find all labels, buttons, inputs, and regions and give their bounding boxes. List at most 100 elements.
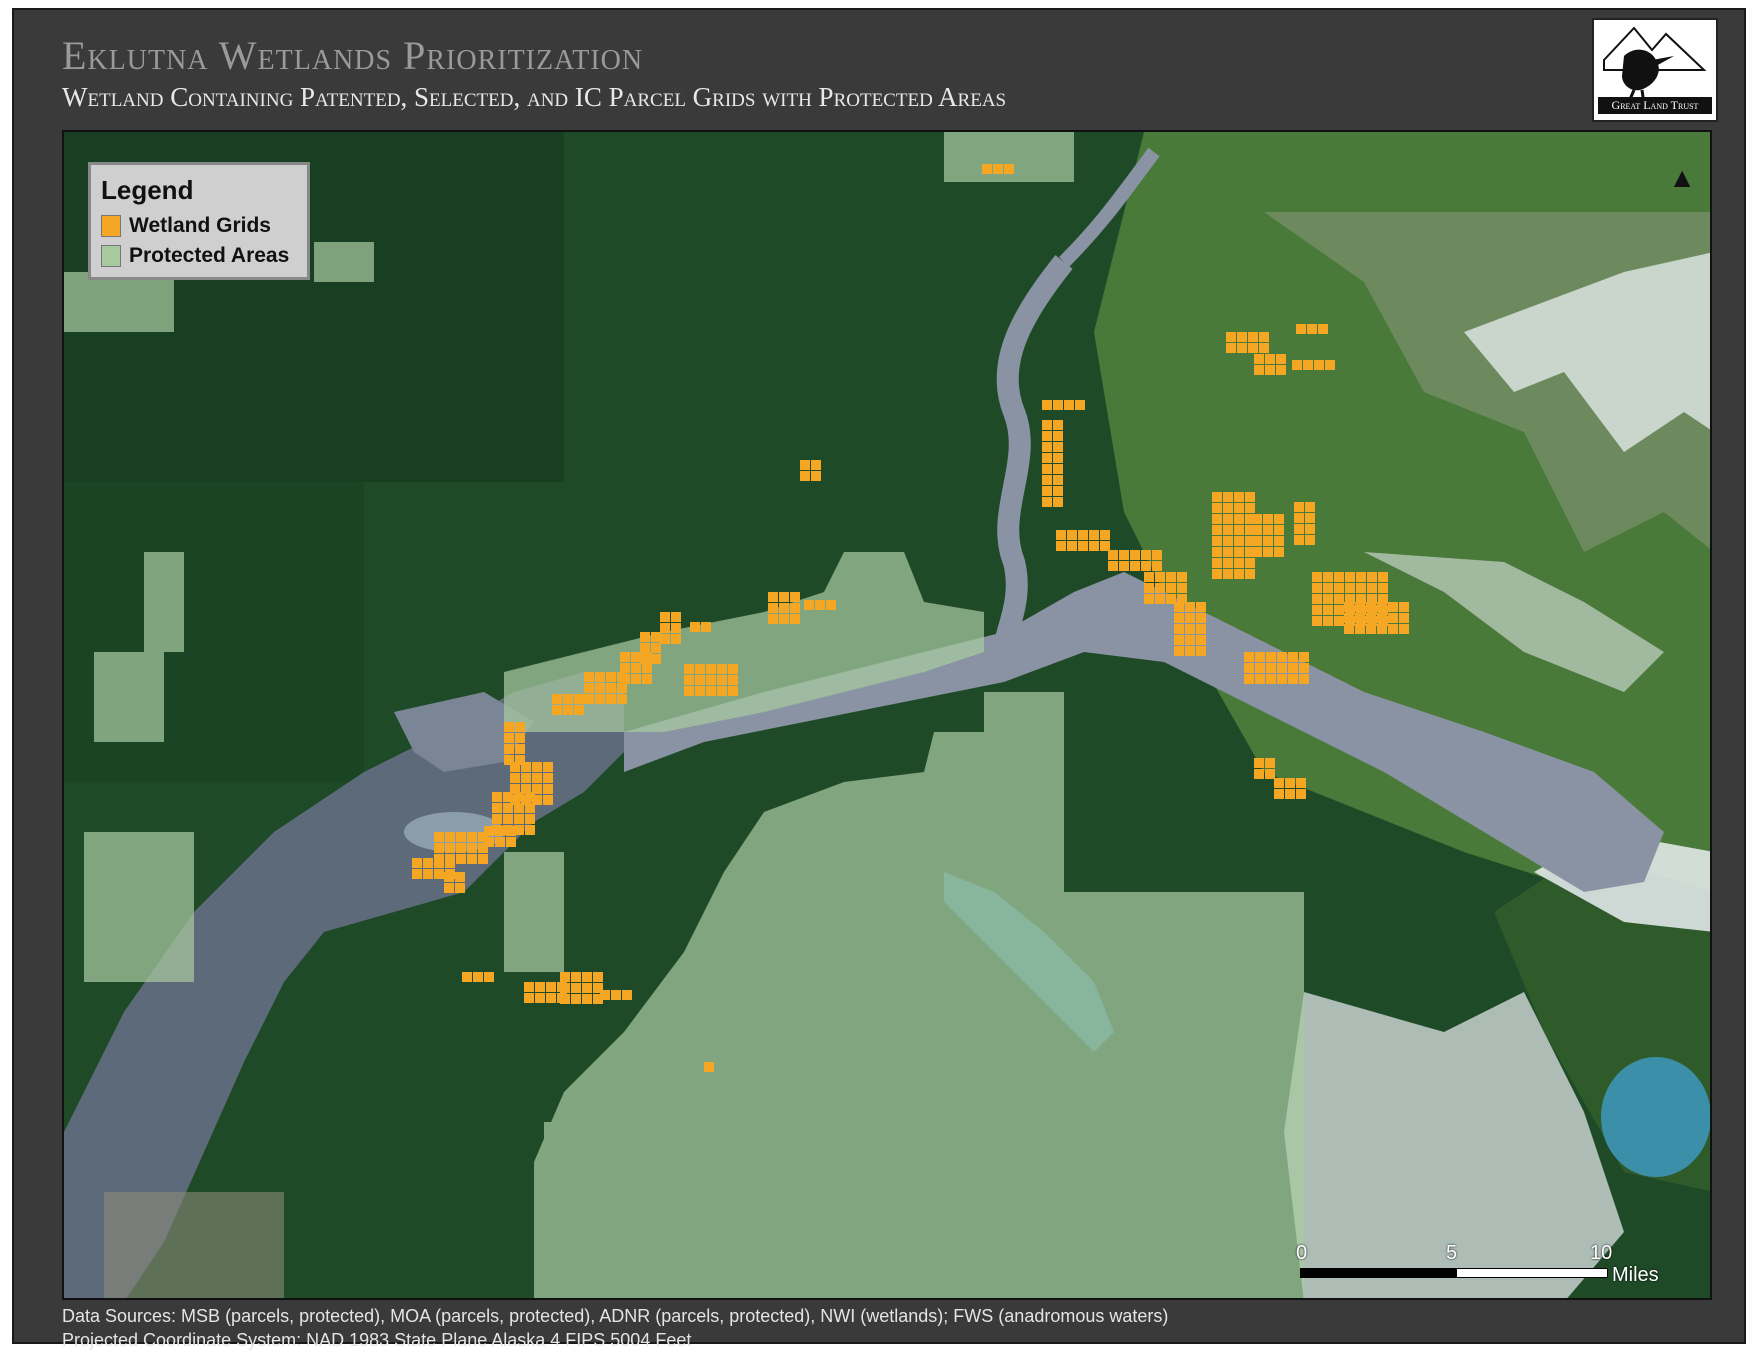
wetland-cell — [993, 164, 1003, 174]
wetland-cell — [1245, 503, 1255, 513]
scale-bar: 0 5 10 Miles — [1296, 1242, 1659, 1292]
scale-tick-0: 0 — [1296, 1242, 1308, 1264]
wetland-cell — [1119, 561, 1129, 571]
wetland-cell — [826, 600, 836, 610]
wetland-cell — [1252, 525, 1262, 535]
wetland-cell — [606, 694, 616, 704]
wetland-cell — [582, 983, 592, 993]
wetland-cell — [1294, 535, 1304, 545]
wetland-cell — [1355, 602, 1365, 612]
wetland-cell — [515, 755, 525, 765]
wetland-cell — [671, 634, 681, 644]
wetland-cell — [1356, 572, 1366, 582]
wetland-cell — [510, 784, 520, 794]
wetland-cell — [1245, 514, 1255, 524]
protected-area-nw-1 — [64, 272, 174, 332]
wetland-cell — [1378, 583, 1388, 593]
wetland-cell — [1174, 613, 1184, 623]
wetland-cell — [1174, 646, 1184, 656]
scale-segment-2 — [1456, 1268, 1608, 1278]
wetland-cell — [1248, 343, 1258, 353]
wetland-cell — [1144, 594, 1154, 604]
wetland-cell — [1265, 769, 1275, 779]
wetland-cell — [1155, 594, 1165, 604]
wetland-cell — [1245, 558, 1255, 568]
wetland-cell — [1100, 541, 1110, 551]
wetland-cell — [444, 872, 454, 882]
wetland-cell — [1399, 602, 1409, 612]
wetland-cell — [1166, 572, 1176, 582]
wetland-cell — [1245, 525, 1255, 535]
wetland-cell — [1285, 778, 1295, 788]
wetland-cell — [484, 826, 494, 836]
wetland-cell — [543, 795, 553, 805]
protected-area-w-1 — [144, 552, 184, 652]
wetland-cell — [1245, 547, 1255, 557]
wetland-cell — [671, 623, 681, 633]
wetland-cell — [1042, 497, 1052, 507]
wetland-cell — [514, 792, 524, 802]
wetland-cell — [811, 460, 821, 470]
wetland-cell — [1274, 778, 1284, 788]
wetland-cell — [1053, 400, 1063, 410]
wetland-cell — [455, 872, 465, 882]
wetland-cell — [412, 869, 422, 879]
protected-area-nw-2 — [314, 242, 374, 282]
wetland-cell — [473, 972, 483, 982]
protected-swatch — [101, 245, 121, 267]
wetland-cell — [1366, 624, 1376, 634]
wetland-cell — [560, 972, 570, 982]
wetland-cell — [1345, 583, 1355, 593]
wetland-cell — [779, 592, 789, 602]
wetland-cell — [1212, 525, 1222, 535]
wetland-cell — [1312, 583, 1322, 593]
wetland-cell — [560, 994, 570, 1004]
wetland-cell — [728, 664, 738, 674]
wetland-cell — [495, 826, 505, 836]
wetland-cell — [1266, 652, 1276, 662]
wetland-cell — [582, 994, 592, 1004]
protected-area-chugach — [534, 692, 1304, 1298]
wetland-cell — [504, 733, 514, 743]
wetland-cell — [1305, 535, 1315, 545]
wetland-cell — [1056, 530, 1066, 540]
wetland-cell — [606, 672, 616, 682]
wetland-cell — [1042, 486, 1052, 496]
wetland-cell — [543, 762, 553, 772]
wetland-cell — [532, 773, 542, 783]
wetland-cell — [524, 993, 534, 1003]
wetland-cell — [1078, 530, 1088, 540]
wetland-cell — [484, 972, 494, 982]
snow-field-1 — [1464, 252, 1710, 452]
wetland-cell — [503, 792, 513, 802]
wetland-cell — [1312, 594, 1322, 604]
wetland-cell — [462, 972, 472, 982]
wetland-cell — [412, 858, 422, 868]
snow-field-2 — [1364, 552, 1664, 692]
map-canvas[interactable]: Legend Wetland Grids Protected Areas ▲ 0… — [62, 130, 1712, 1300]
wetland-cell — [595, 694, 605, 704]
scale-tick-5: 5 — [1446, 1242, 1458, 1264]
wetland-swatch — [101, 215, 121, 237]
wetland-cell — [620, 663, 630, 673]
wetland-cell — [1053, 442, 1063, 452]
wetland-cell — [695, 664, 705, 674]
wetland-cell — [1378, 594, 1388, 604]
wetland-cell — [515, 733, 525, 743]
wetland-cell — [1223, 525, 1233, 535]
wetland-cell — [1174, 602, 1184, 612]
wetland-cell — [456, 832, 466, 842]
wetland-cell — [521, 784, 531, 794]
wetland-cell — [1130, 550, 1140, 560]
wetland-cell — [1378, 572, 1388, 582]
wetland-cell — [1174, 635, 1184, 645]
wetland-cell — [660, 612, 670, 622]
wetland-cell — [1265, 354, 1275, 364]
wetland-cell — [492, 814, 502, 824]
wetland-cell — [1276, 365, 1286, 375]
wetland-cell — [695, 675, 705, 685]
wetland-cell — [593, 983, 603, 993]
wetland-cell — [444, 883, 454, 893]
wetland-cell — [1174, 624, 1184, 634]
wetland-cell — [1166, 583, 1176, 593]
